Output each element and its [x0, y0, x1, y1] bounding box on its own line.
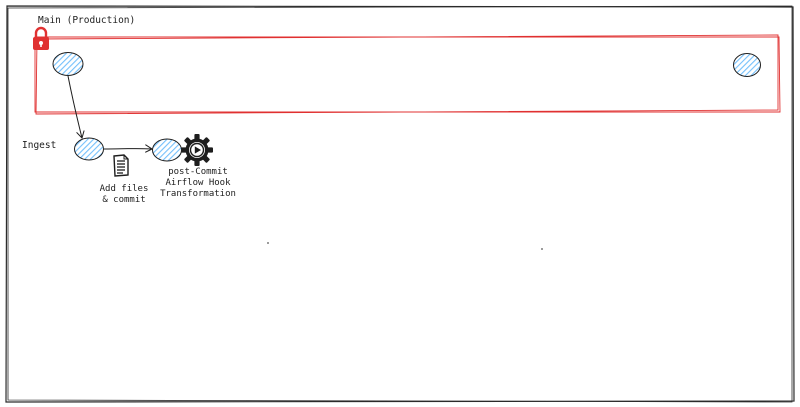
add-files-line: Add files [99, 184, 149, 194]
branch-arrow [67, 75, 82, 138]
stray-dot [541, 248, 543, 250]
post-commit-label: post-Commit Airflow Hook Transformation [160, 167, 236, 200]
post-commit-line: post-Commit [168, 167, 228, 177]
gear-play-icon [181, 134, 213, 166]
post-commit-line: Airflow Hook [165, 178, 231, 188]
document-icon [113, 154, 129, 177]
main-lane [34, 34, 781, 115]
ingest-node-commit[interactable] [152, 138, 182, 162]
add-files-line: & commit [102, 195, 146, 205]
main-node-end[interactable] [733, 53, 761, 77]
outer-frame [5, 5, 795, 403]
stray-dot [267, 242, 269, 244]
post-commit-line: Transformation [160, 189, 236, 199]
ingest-branch-label: Ingest [22, 140, 57, 151]
lock-icon [33, 26, 49, 50]
ingest-node-start[interactable] [74, 137, 104, 161]
main-branch-label: Main (Production) [38, 15, 136, 26]
main-node-start[interactable] [52, 52, 84, 76]
add-files-label: Add files & commit [96, 184, 152, 206]
